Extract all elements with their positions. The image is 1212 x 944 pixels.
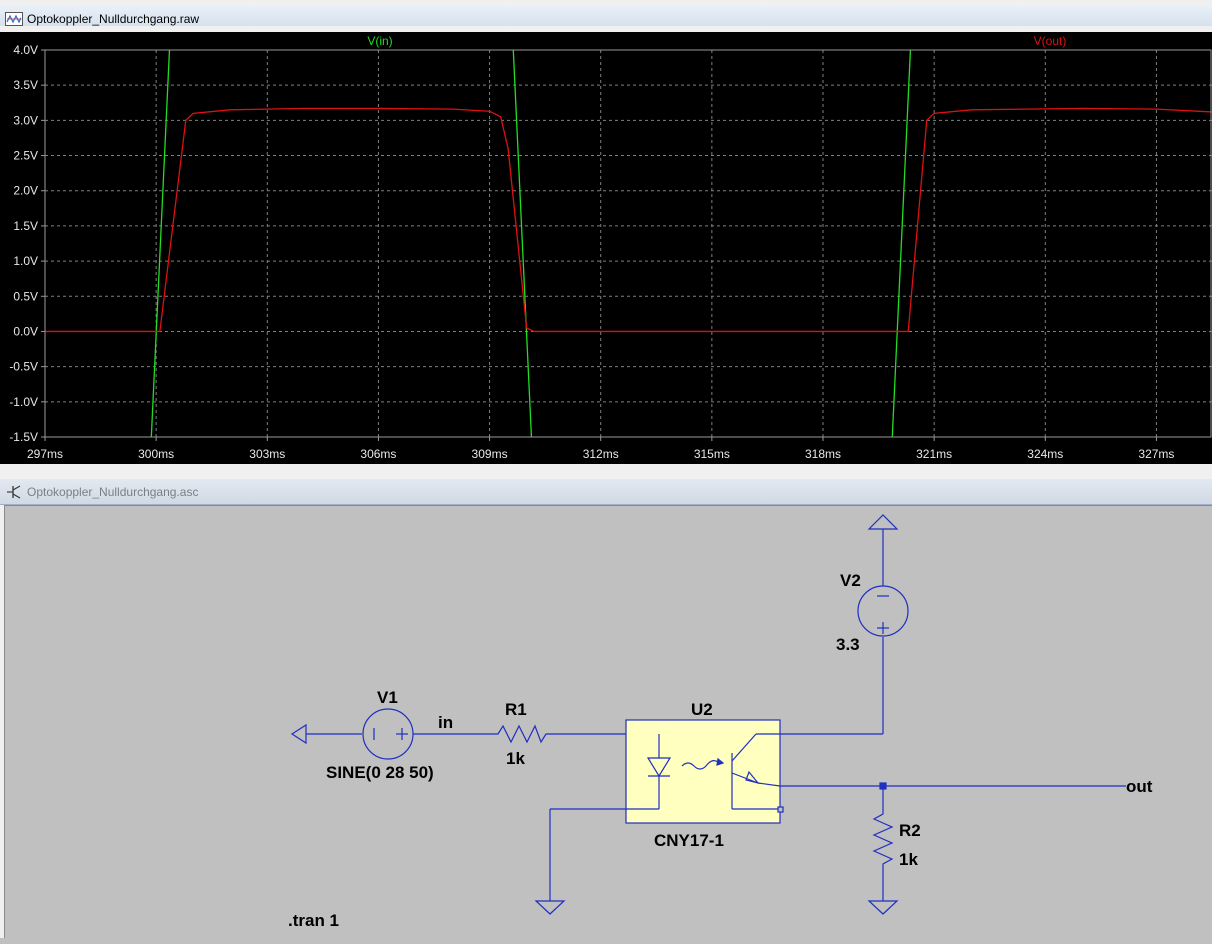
x-tick-label: 300ms (138, 447, 174, 461)
x-tick-label: 321ms (916, 447, 952, 461)
x-tick-label: 318ms (805, 447, 841, 461)
y-tick-label: 0.0V (13, 324, 38, 338)
led-diode-icon (549, 734, 672, 901)
waveform-plot-pane[interactable]: 297ms 300ms 303ms 306ms 309ms 312ms 315ms 318ms… (0, 32, 1212, 464)
series-vin-line (150, 50, 171, 437)
r2-value-label[interactable]: 1k (899, 850, 918, 869)
schematic-icon (7, 485, 21, 498)
voltage-source-v1[interactable] (362, 708, 414, 760)
plot-axes: 297ms 300ms 303ms 306ms 309ms 312ms 315ms 318ms… (9, 43, 1212, 461)
waveform-window-title: Optokoppler_Nulldurchgang.raw (27, 11, 200, 26)
legend-vout[interactable]: V(out) (1034, 34, 1067, 48)
y-tick-label: -1.0V (9, 395, 38, 409)
series-vout-line (45, 107, 1212, 333)
resistor-r2[interactable] (872, 786, 894, 901)
v2-value-label[interactable]: 3.3 (836, 635, 860, 654)
x-tick-label: 315ms (694, 447, 730, 461)
y-tick-label: 2.0V (13, 184, 38, 198)
light-arrow-head (716, 757, 725, 766)
phototransistor-icon (731, 733, 883, 810)
y-tick-label: 4.0V (13, 43, 38, 57)
voltage-source-v2[interactable] (857, 514, 909, 637)
plot-grid (45, 50, 1212, 437)
plot-traces (45, 50, 1212, 437)
net-in-label[interactable]: in (438, 713, 453, 732)
v1-value-label[interactable]: SINE(0 28 50) (326, 763, 434, 782)
y-tick-label: 1.0V (13, 254, 38, 268)
v2-name-label[interactable]: V2 (840, 571, 861, 590)
y-tick-label: 1.5V (13, 219, 38, 233)
x-tick-label: 309ms (472, 447, 508, 461)
y-tick-label: 0.5V (13, 289, 38, 303)
ground-symbol-u2[interactable] (534, 900, 566, 915)
tran-directive[interactable]: .tran 1 (288, 911, 339, 930)
r1-name-label[interactable]: R1 (505, 700, 527, 719)
series-vin-line (512, 50, 533, 437)
base-pin-icon (777, 806, 784, 813)
x-tick-label: 327ms (1138, 447, 1174, 461)
x-tick-label: 324ms (1027, 447, 1063, 461)
u2-name-label[interactable]: U2 (691, 700, 713, 719)
x-tick-label: 297ms (27, 447, 63, 461)
waveform-chart[interactable]: 297ms 300ms 303ms 306ms 309ms 312ms 315ms 318ms… (0, 32, 1212, 464)
x-tick-label: 306ms (360, 447, 396, 461)
u2-value-label[interactable]: CNY17-1 (654, 831, 724, 850)
r1-value-label[interactable]: 1k (506, 749, 525, 768)
legend-vin[interactable]: V(in) (367, 34, 392, 48)
schematic-drawing[interactable]: V1 SINE(0 28 50) in R1 1k U2 CNY17-1 V2 … (5, 506, 1212, 939)
net-out-label[interactable]: out (1126, 777, 1153, 796)
plot-legend: V(in) V(out) (367, 34, 1066, 48)
resistor-r1[interactable] (494, 724, 626, 744)
plot-frame (44, 49, 1212, 438)
v1-name-label[interactable]: V1 (377, 688, 398, 707)
x-tick-label: 303ms (249, 447, 285, 461)
schematic-window-title: Optokoppler_Nulldurchgang.asc (27, 484, 199, 499)
y-tick-label: -0.5V (9, 360, 38, 374)
y-tick-label: 2.5V (13, 149, 38, 163)
optocoupler-u2[interactable] (625, 719, 781, 824)
waveform-icon (5, 11, 23, 26)
x-tick-label: 312ms (583, 447, 619, 461)
ground-symbol-v1[interactable] (290, 723, 362, 745)
ground-symbol-r2[interactable] (867, 900, 899, 915)
light-emission-icon (681, 760, 719, 770)
y-tick-label: 3.0V (13, 113, 38, 127)
schematic-canvas[interactable]: V1 SINE(0 28 50) in R1 1k U2 CNY17-1 V2 … (4, 505, 1212, 938)
r2-name-label[interactable]: R2 (899, 821, 921, 840)
series-vin-line (891, 50, 912, 437)
schematic-window-titlebar[interactable]: Optokoppler_Nulldurchgang.asc (0, 479, 1212, 505)
y-tick-label: 3.5V (13, 78, 38, 92)
y-tick-label: -1.5V (9, 430, 38, 444)
